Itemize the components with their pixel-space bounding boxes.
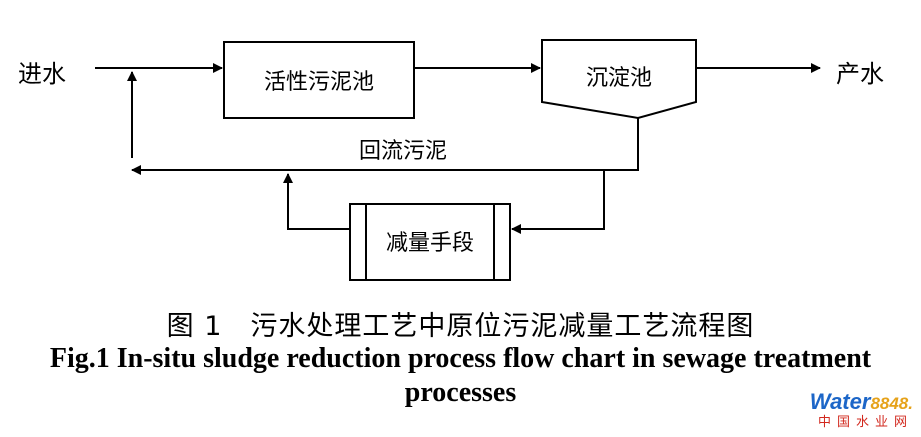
watermark-brand-number: 8848 xyxy=(870,394,909,413)
watermark-logo: Water8848. 中国水业网 xyxy=(810,391,913,431)
activated-sludge-tank: 活性污泥池 xyxy=(223,41,415,119)
activated-sludge-tank-label: 活性污泥池 xyxy=(264,70,374,95)
sedimentation-tank: 沉淀池 xyxy=(541,39,697,120)
reduction-means-label: 减量手段 xyxy=(386,231,474,256)
return-sludge-line xyxy=(131,118,639,175)
watermark-brand: Water8848. xyxy=(810,391,913,415)
effluent-label: 产水 xyxy=(836,60,884,88)
sedimentation-tank-label: 沉淀池 xyxy=(586,66,652,91)
influent-label: 进水 xyxy=(18,60,66,88)
watermark-brand-dot: . xyxy=(908,394,913,413)
reduction-to-return-arrow xyxy=(283,173,350,230)
watermark-subtitle: 中国水业网 xyxy=(817,415,913,430)
return-sludge-label: 回流污泥 xyxy=(359,139,447,164)
reduction-means-box: 减量手段 xyxy=(349,203,511,281)
to-reduction-arrow xyxy=(511,170,605,234)
watermark-brand-main: Water xyxy=(809,389,871,414)
figure-caption-english: Fig.1 In-situ sludge reduction process f… xyxy=(49,343,872,408)
flow-diagram: 进水 产水 活性污泥池 沉淀池 回流污泥 减量手段 xyxy=(18,39,884,281)
figure-caption-chinese: 图 1 污水处理工艺中原位污泥减量工艺流程图 xyxy=(166,311,755,342)
